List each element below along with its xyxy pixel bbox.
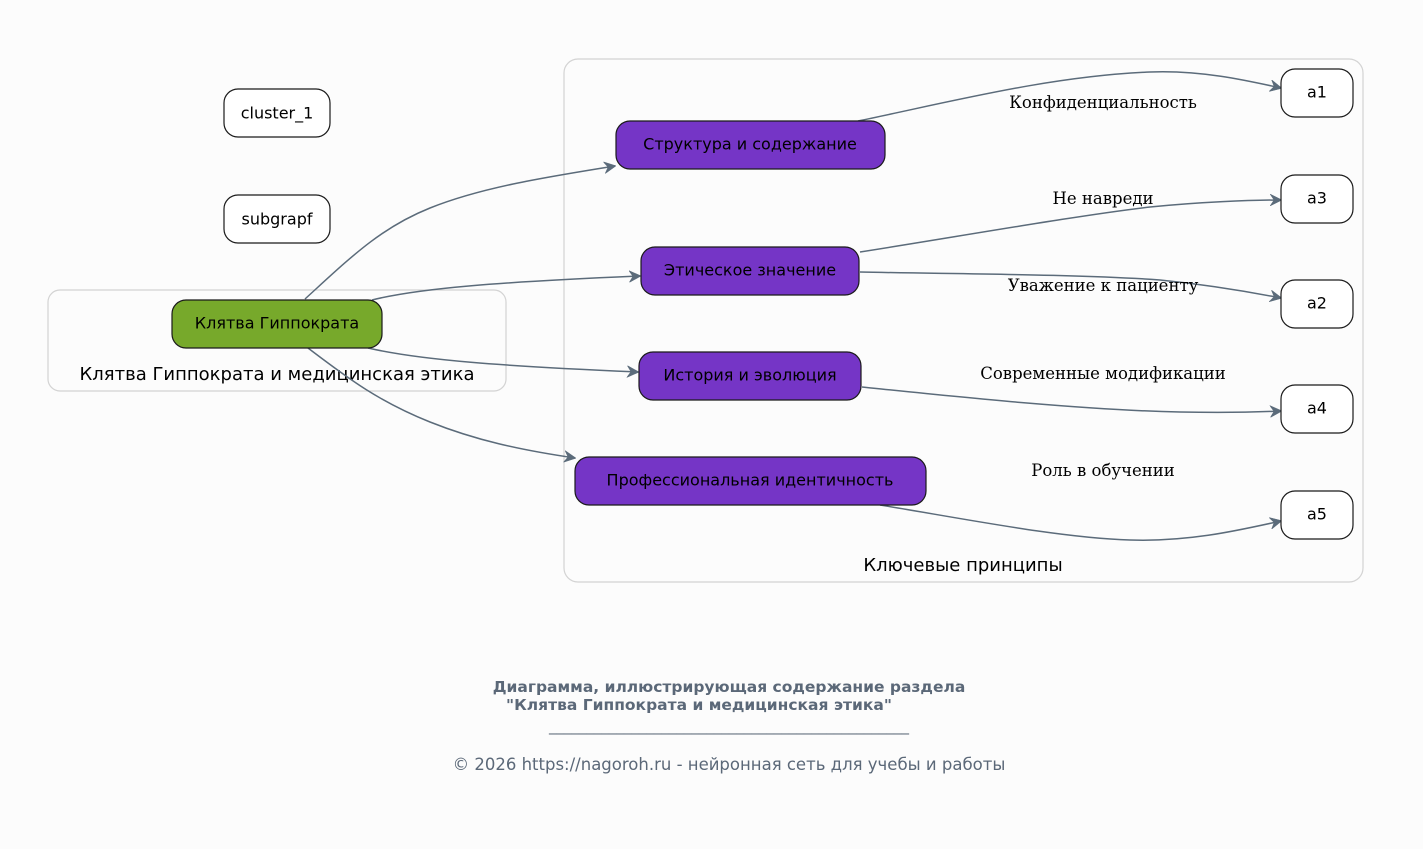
node-a4-box[interactable]: [1280, 384, 1354, 434]
caption-footer: © 2026 https://nagoroh.ru - нейронная се…: [452, 755, 1006, 774]
node-a4[interactable]: a4: [1280, 384, 1354, 434]
node-cluster-1-label: cluster_1: [241, 104, 314, 124]
node-structure[interactable]: Структура и содержание: [615, 120, 886, 170]
node-a4-label: a4: [1307, 399, 1327, 418]
node-identity-label: Профессиональная идентичность: [607, 471, 894, 490]
node-structure-label: Структура и содержание: [643, 135, 857, 154]
caption-title: Диаграмма, иллюстрирующая содержание раз…: [0, 678, 1423, 714]
node-cluster-1-box[interactable]: [223, 88, 331, 138]
cluster-main-label: Клятва Гиппократа и медицинская этика: [80, 364, 475, 385]
edge-structure-a1: [857, 70, 1281, 122]
node-a3[interactable]: a3: [1280, 174, 1354, 224]
edge-label-confidentiality: Конфиденциальность: [1009, 93, 1197, 112]
edge-root-ethics: [371, 276, 640, 301]
node-root[interactable]: Клятва Гиппократа: [171, 299, 383, 349]
node-structure-box[interactable]: [615, 120, 886, 170]
node-a2[interactable]: a2: [1280, 279, 1354, 329]
node-a2-label: a2: [1307, 294, 1327, 313]
cluster-principles-label: Ключевые принципы: [863, 555, 1062, 576]
node-ethics-label: Этическое значение: [664, 261, 836, 280]
edges: [304, 70, 1281, 541]
edge-root-history: [367, 347, 638, 372]
edge-root-structure: [304, 166, 615, 300]
caption-divider: ________________________________________…: [549, 717, 909, 735]
node-history[interactable]: История и эволюция: [638, 351, 862, 401]
node-a1-box[interactable]: [1280, 68, 1354, 118]
node-cluster-1[interactable]: cluster_1: [223, 88, 331, 138]
edge-ethics-a3: [859, 200, 1281, 253]
edge-labels: Конфиденциальность Не навреди Уважение к…: [980, 93, 1226, 480]
caption-title-line2: "Клятва Гиппократа и медицинская этика": [506, 696, 892, 714]
node-a5-box[interactable]: [1280, 490, 1354, 540]
edge-history-a4: [861, 386, 1281, 412]
node-ethics-box[interactable]: [640, 246, 860, 296]
cluster-main-border: [47, 289, 507, 392]
node-a5[interactable]: a5: [1280, 490, 1354, 540]
cluster-principles: Ключевые принципы: [563, 58, 1364, 583]
node-identity-box[interactable]: [574, 456, 927, 506]
node-history-label: История и эволюция: [663, 366, 836, 385]
edge-root-identity: [307, 347, 575, 458]
node-ethics[interactable]: Этическое значение: [640, 246, 860, 296]
node-history-box[interactable]: [638, 351, 862, 401]
node-subgrapf-box[interactable]: [223, 194, 331, 244]
edge-label-do-no-harm: Не навреди: [1052, 189, 1153, 208]
node-root-label: Клятва Гиппократа: [195, 314, 359, 333]
edge-identity-a5: [879, 504, 1281, 541]
node-a3-box[interactable]: [1280, 174, 1354, 224]
cluster-principles-border: [563, 58, 1364, 583]
node-a1-label: a1: [1307, 83, 1327, 102]
edge-label-role-in-education: Роль в обучении: [1031, 461, 1175, 480]
node-root-box[interactable]: [171, 299, 383, 349]
node-a2-box[interactable]: [1280, 279, 1354, 329]
node-a1[interactable]: a1: [1280, 68, 1354, 118]
node-subgrapf[interactable]: subgrapf: [223, 194, 331, 244]
edge-label-modern-modifications: Современные модификации: [980, 364, 1226, 383]
cluster-main: Клятва Гиппократа и медицинская этика: [47, 289, 507, 392]
node-subgrapf-label: subgrapf: [242, 210, 313, 229]
caption-title-line1: Диаграмма, иллюстрирующая содержание раз…: [492, 678, 966, 696]
node-a3-label: a3: [1307, 189, 1327, 208]
node-a5-label: a5: [1307, 505, 1327, 524]
edge-label-respect-patient: Уважение к пациенту: [1008, 276, 1199, 295]
edge-ethics-a2: [859, 271, 1281, 298]
node-identity[interactable]: Профессиональная идентичность: [574, 456, 927, 506]
